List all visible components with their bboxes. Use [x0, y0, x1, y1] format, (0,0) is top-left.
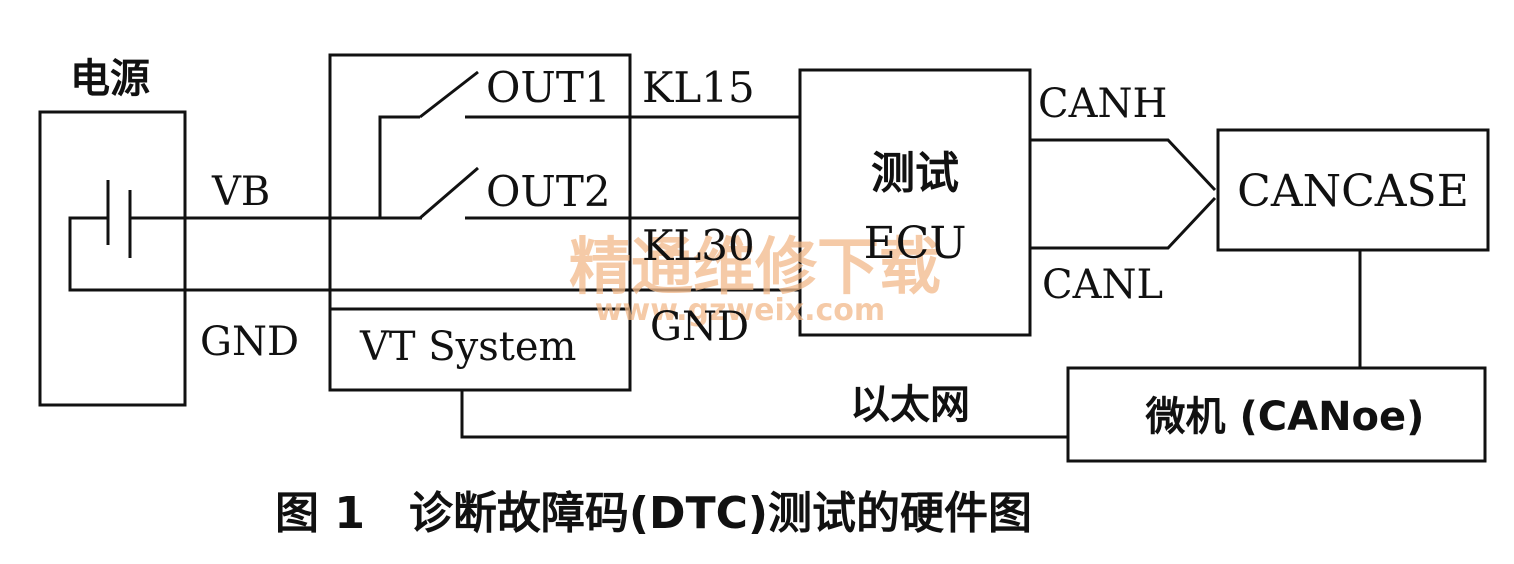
gnd-left-label: GND	[200, 319, 299, 365]
kl15-label: KL15	[642, 63, 755, 112]
switch-out1-blade	[419, 70, 479, 119]
power-supply-box	[38, 110, 187, 407]
cancase-box	[1216, 128, 1490, 252]
pc-box	[1066, 366, 1487, 463]
switch-branch-wire	[378, 115, 420, 218]
power-label: 电源	[70, 56, 150, 102]
ecu-box	[798, 68, 1032, 337]
figure-caption: 图 1 诊断故障码(DTC)测试的硬件图	[275, 488, 1032, 539]
vb-label: VB	[211, 169, 270, 215]
ethernet-label: 以太网	[850, 382, 970, 428]
ecu-label-line1: 测试	[871, 148, 959, 199]
out2-label: OUT2	[486, 167, 611, 216]
canh-wire	[1030, 138, 1217, 192]
pc-label: 微机 (CANoe)	[1145, 394, 1425, 440]
ethernet-wire	[460, 390, 1068, 439]
switch-out2-blade	[419, 166, 479, 220]
vt-system-box	[328, 53, 632, 392]
gnd-right-label: GND	[650, 304, 749, 350]
watermark-url: www.gzweix.com	[595, 293, 885, 328]
kl30-label: KL30	[642, 221, 755, 270]
watermark-title: 精通维修下载	[569, 230, 941, 303]
vt-system-label: VT System	[359, 324, 576, 370]
canl-wire	[1030, 196, 1217, 250]
canl-label: CANL	[1042, 262, 1163, 308]
battery-gnd-wire	[68, 216, 800, 292]
canh-label: CANH	[1038, 81, 1167, 127]
out1-label: OUT1	[486, 63, 611, 112]
ecu-label-line2: ECU	[864, 218, 967, 269]
cancase-label: CANCASE	[1237, 166, 1469, 217]
